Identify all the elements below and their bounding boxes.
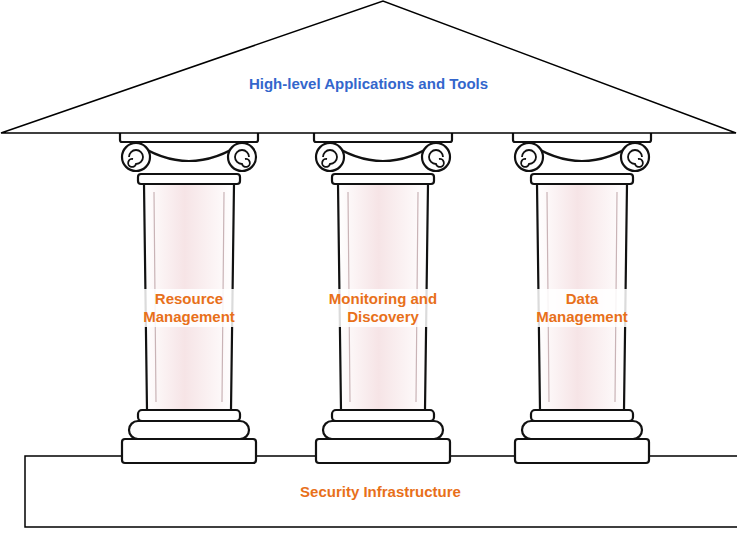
node-label: Resource Management: [130, 289, 248, 327]
pillar: Resource Management: [114, 128, 264, 478]
node-label: Data Management: [523, 289, 641, 327]
roof-triangle: High-level Applications and Tools: [0, 0, 737, 136]
pillar: Monitoring and Discovery: [308, 128, 458, 478]
pillar: Data Management: [507, 128, 657, 478]
node-label: High-level Applications and Tools: [239, 75, 499, 93]
node-label: Security Infrastructure: [181, 483, 581, 501]
base-band: Security Infrastructure: [24, 455, 737, 528]
shape-outline: [0, 0, 737, 136]
node-label: Monitoring and Discovery: [324, 289, 442, 327]
